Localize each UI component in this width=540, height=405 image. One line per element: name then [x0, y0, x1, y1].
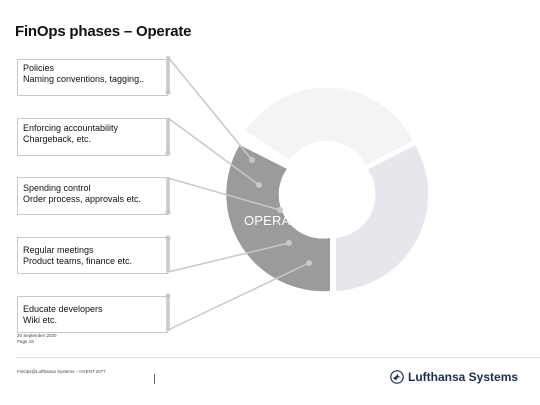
lufthansa-crane-icon: [390, 370, 404, 384]
connector-1-dot: [249, 157, 255, 163]
slide-date-page: 20 September 2020 Page 18: [17, 333, 57, 345]
company-logo: Lufthansa Systems: [390, 370, 518, 384]
connector-lines: [167, 56, 310, 331]
page-title: FinOps phases – Operate: [15, 23, 192, 40]
box-meetings-heading: Regular meetings: [23, 245, 94, 255]
connector-3-dot-left: [165, 209, 171, 215]
box-spending-heading: Spending control: [23, 183, 91, 193]
connector-2: [167, 117, 260, 186]
box-meetings: Regular meetings Product teams, finance …: [17, 237, 168, 274]
donut-segment-optimize: [245, 87, 413, 165]
box-accountability-text: Chargeback, etc.: [23, 134, 92, 144]
box-educate-heading: Educate developers: [23, 304, 103, 314]
connector-5-dot: [306, 260, 312, 266]
donut-segment-operate: [226, 145, 330, 292]
connector-5-dot-left: [165, 293, 171, 299]
connector-1-dot-left: [165, 89, 171, 95]
slide-date: 20 September 2020: [17, 333, 57, 338]
logo-text: Lufthansa Systems: [408, 370, 519, 384]
connector-2-dot-left: [165, 150, 171, 156]
footer-divider: [15, 357, 540, 358]
footer-separator: [154, 374, 155, 384]
slide-page-number: Page 18: [17, 339, 34, 344]
connector-2-dot: [256, 182, 262, 188]
connector-4-dot-left: [165, 235, 171, 241]
box-educate-text: Wiki etc.: [23, 315, 58, 325]
box-policies-text: Naming conventions, tagging..: [23, 74, 145, 84]
connector-4-dot: [286, 240, 292, 246]
connector-1: [167, 56, 253, 161]
box-accountability-heading: Enforcing accountability: [23, 123, 119, 133]
box-meetings-text: Product teams, finance etc.: [23, 256, 133, 266]
box-policies-heading: Policies: [23, 63, 55, 73]
box-accountability: Enforcing accountability Chargeback, etc…: [17, 118, 168, 156]
operate-label: OPERATE: [244, 213, 307, 228]
connector-dots: [165, 89, 312, 299]
footer-text: FinOps@Lufthansa Systems – HYENT 2077: [17, 369, 106, 374]
connector-5: [167, 262, 310, 331]
connector-4: [167, 242, 290, 273]
donut-segment-inform: [336, 145, 429, 291]
box-spending-control: Spending control Order process, approval…: [17, 177, 168, 215]
box-spending-text: Order process, approvals etc.: [23, 194, 142, 204]
connector-3: [167, 177, 281, 211]
connector-3-dot: [277, 207, 283, 213]
box-educate: Educate developers Wiki etc.: [17, 296, 168, 333]
